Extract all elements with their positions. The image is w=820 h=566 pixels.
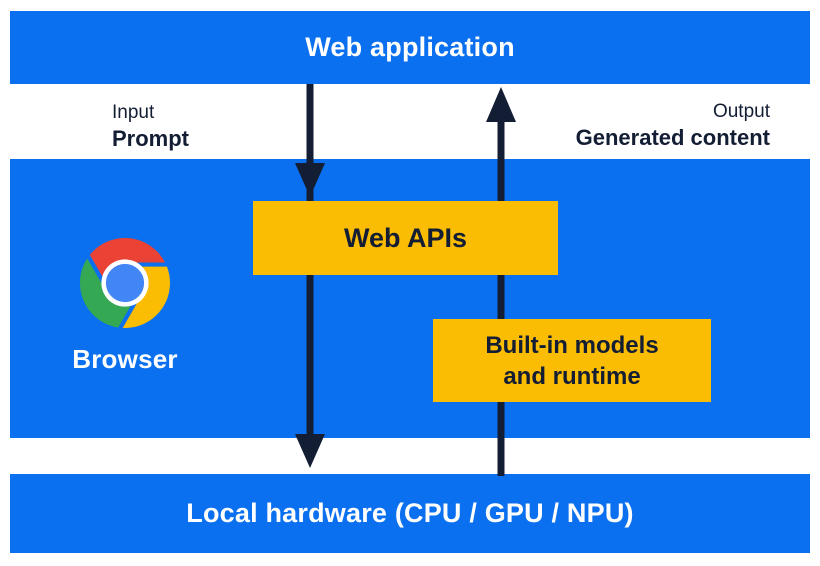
- chrome-logo-icon: [80, 238, 170, 328]
- browser-label: Browser: [72, 344, 178, 374]
- built-in-models-label-line2: and runtime: [503, 362, 641, 390]
- web-apis-box: Web APIs: [253, 201, 558, 275]
- prompt-label: Prompt: [112, 126, 189, 151]
- built-in-models-label-line1: Built-in models: [485, 331, 659, 359]
- input-label-group: Input Prompt: [112, 101, 189, 152]
- generated-content-label: Generated content: [575, 125, 770, 150]
- built-in-models-box: Built-in models and runtime: [433, 319, 711, 402]
- output-label: Output: [712, 101, 770, 122]
- web-application-bar: Web application: [10, 11, 810, 84]
- arrow-up-icon: [486, 87, 516, 476]
- local-hardware-label: Local hardware (CPU / GPU / NPU): [186, 498, 634, 528]
- input-label: Input: [112, 102, 155, 123]
- web-apis-label: Web APIs: [343, 222, 468, 253]
- browser-group: Browser: [55, 238, 195, 375]
- web-application-label: Web application: [305, 32, 515, 62]
- local-hardware-bar: Local hardware (CPU / GPU / NPU): [10, 474, 810, 553]
- output-label-group: Output Generated content: [576, 100, 770, 151]
- arrow-down-icon: [295, 84, 325, 468]
